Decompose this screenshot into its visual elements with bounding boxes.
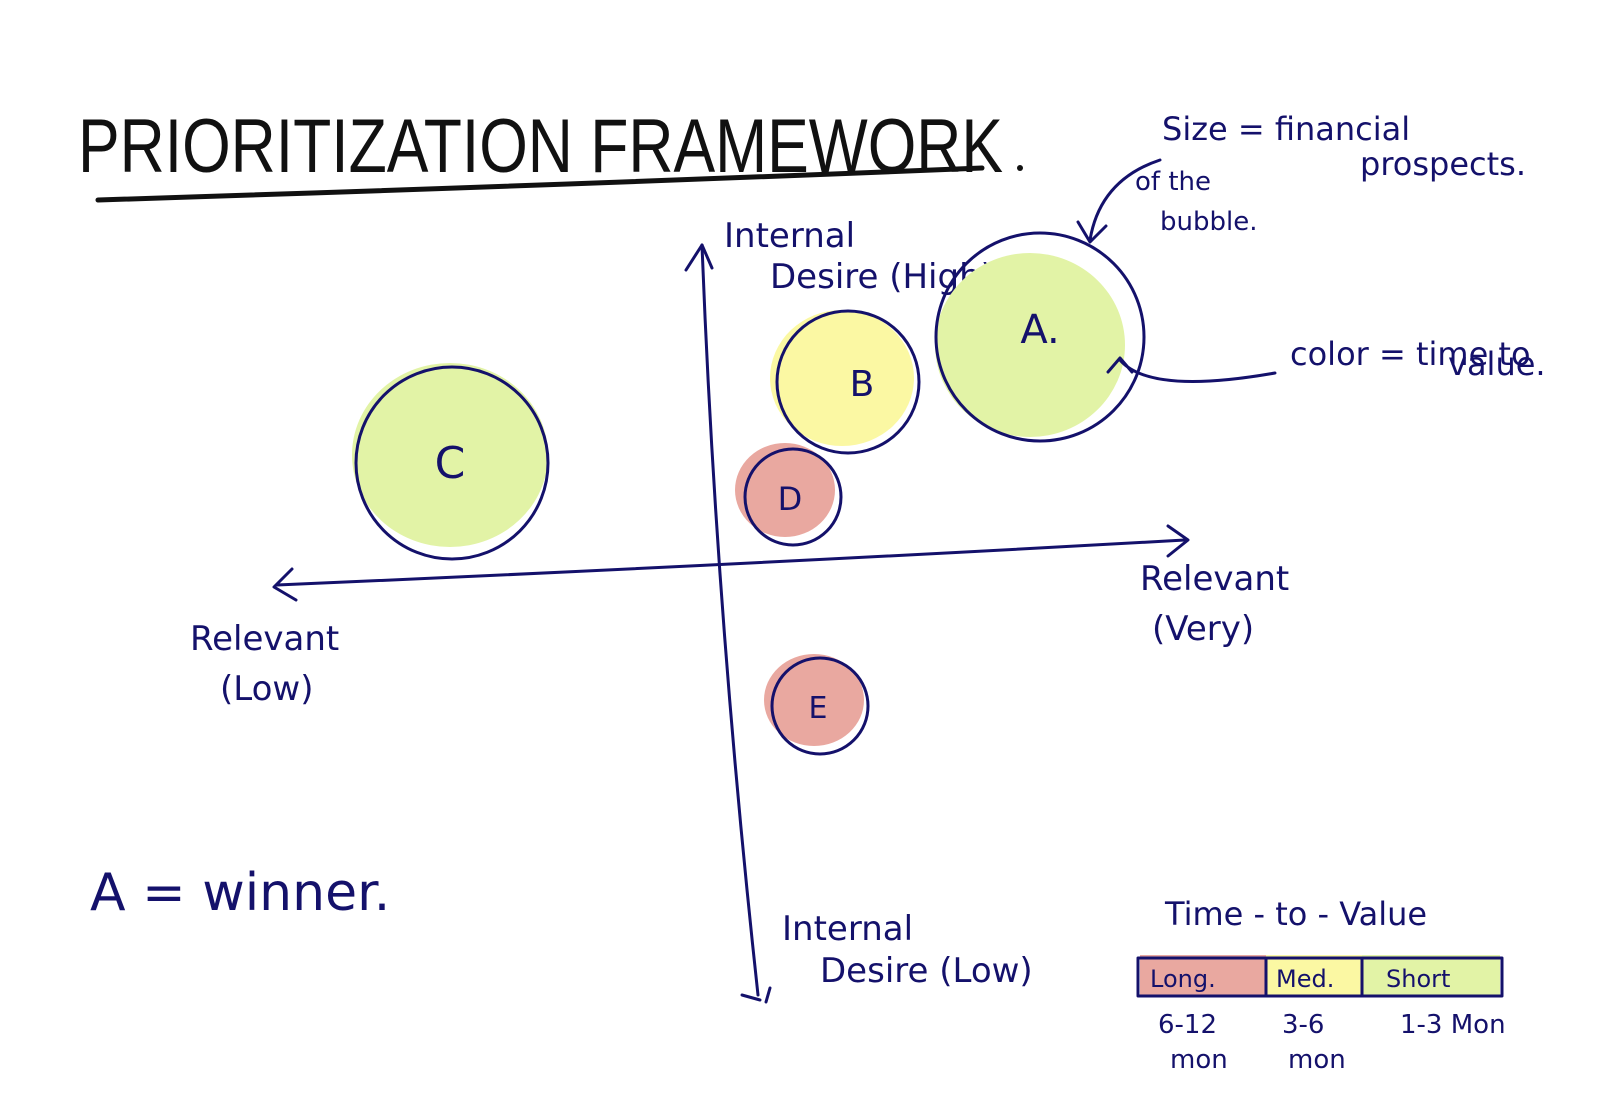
legend-range-medium-line1: 3-6 <box>1282 1010 1324 1040</box>
bubble-e: E <box>764 654 870 756</box>
axes <box>272 243 1190 1004</box>
x-axis-right-label-line2: (Very) <box>1152 609 1254 649</box>
bubble-a-outline <box>934 231 1146 443</box>
legend-segment-short-label: Short <box>1386 965 1450 993</box>
bubble-a-label: A. <box>1020 307 1059 353</box>
bubble-b-label: B <box>850 364 875 405</box>
bubble-d-outline <box>743 447 843 547</box>
legend-segment-medium-label: Med. <box>1276 965 1334 993</box>
legend-segment-medium-fill <box>1266 955 1362 997</box>
size-annotation-sub-line2: bubble. <box>1160 207 1257 237</box>
bubble-c-label: C <box>435 438 466 489</box>
y-axis-bottom-tick <box>740 986 772 1004</box>
x-axis-right-label-line1: Relevant <box>1140 559 1289 599</box>
y-axis-bottom-label-line2: Desire (Low) <box>820 951 1033 991</box>
legend-bar-outline <box>1136 956 1504 998</box>
y-axis-bottom-label-line1: Internal <box>782 909 913 949</box>
x-axis-left-label-line1: Relevant <box>190 619 339 659</box>
x-axis-right-arrowhead <box>1166 524 1190 558</box>
legend-range-medium-line2: mon <box>1288 1045 1346 1075</box>
legend-segment-long-label: Long. <box>1150 965 1216 993</box>
size-annotation-line2: prospects. <box>1360 145 1526 183</box>
winner-note: A = winner. <box>90 863 390 923</box>
title-dot <box>1017 165 1023 171</box>
size-pointer-arrow <box>1076 158 1162 244</box>
bubble-c-outline <box>354 365 550 561</box>
bubble-e-fill <box>764 654 864 746</box>
x-axis-left-arrowhead <box>272 567 298 602</box>
x-axis-left-label-line2: (Low) <box>220 669 313 709</box>
legend-range-long-line2: mon <box>1170 1045 1228 1075</box>
bubble-c-fill <box>352 363 548 547</box>
bubble-d-label: D <box>778 480 803 518</box>
color-annotation-line2: value. <box>1448 345 1546 383</box>
bubble-b-outline <box>775 309 921 455</box>
bubble-d-fill <box>735 443 835 537</box>
bubble-a-fill <box>935 253 1125 437</box>
title-underline <box>95 165 985 203</box>
bubble-a: A. <box>934 231 1146 443</box>
legend-segment-short-fill <box>1362 955 1500 997</box>
bubble-b: B <box>770 309 921 455</box>
y-axis-top-label-line1: Internal <box>724 216 855 256</box>
diagram-title: PRIORITIZATION FRAMEWORK <box>78 104 1003 189</box>
y-axis <box>700 243 760 997</box>
bubble-e-outline <box>770 656 870 756</box>
legend-segment-long-fill <box>1140 955 1266 997</box>
x-axis <box>275 538 1187 587</box>
color-pointer-arrow <box>1106 356 1277 383</box>
time-to-value-legend: Time - to - Value Long. Med. Short 6-12 … <box>1136 895 1506 1075</box>
y-axis-arrowhead <box>684 243 714 272</box>
legend-range-long-line1: 6-12 <box>1158 1010 1217 1040</box>
color-annotation-line1: color = time to <box>1290 335 1531 373</box>
bubble-c: C <box>352 363 550 561</box>
size-annotation-line1: Size = financial <box>1162 110 1410 148</box>
bubble-d: D <box>735 443 843 547</box>
legend-title: Time - to - Value <box>1164 895 1427 933</box>
legend-range-short: 1-3 Mon <box>1400 1010 1506 1040</box>
size-annotation-sub-line1: of the <box>1135 167 1211 197</box>
bubble-b-fill <box>770 310 914 446</box>
bubble-e-label: E <box>809 691 828 726</box>
